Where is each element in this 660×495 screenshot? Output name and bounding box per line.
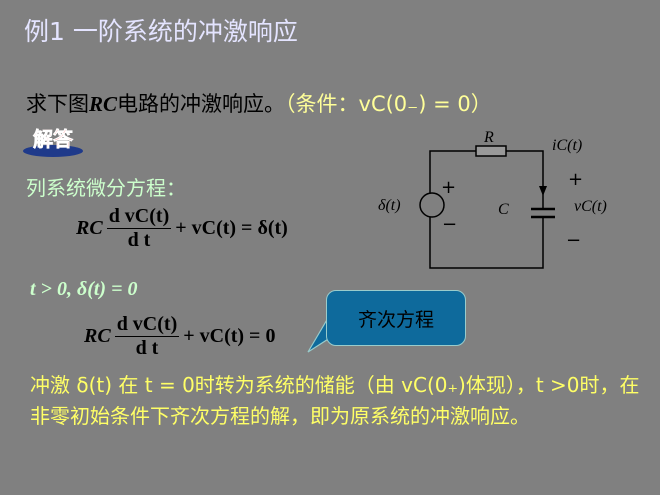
answer-badge: 解答	[23, 127, 83, 157]
label-vc: vC(t)	[574, 198, 607, 215]
callout-homogeneous: 齐次方程	[326, 290, 466, 346]
source-minus: −	[442, 214, 457, 235]
eq1-numerator: d vC(t)	[106, 205, 172, 229]
eq1-rest: + vC(t) = δ(t)	[175, 217, 288, 239]
source-plus: +	[441, 177, 456, 198]
eq1-denominator: d t	[127, 229, 151, 251]
problem-suffix: 电路的冲激响应。	[117, 92, 286, 116]
eq2-rest: + vC(t) = 0	[183, 325, 276, 347]
slide-title: 例1 一阶系统的冲激响应	[24, 17, 298, 46]
vc-minus: −	[566, 230, 581, 251]
eq1-lhs: RC	[76, 217, 103, 239]
differential-equation: RC d vC(t) d t + vC(t) = δ(t)	[76, 205, 288, 252]
problem-condition: （条件：vC(0₋) = 0）	[285, 92, 492, 116]
eq2-numerator: d vC(t)	[114, 313, 180, 337]
eq2-lhs: RC	[84, 325, 111, 347]
label-ic: iC(t)	[552, 137, 582, 154]
problem-statement: 求下图RC电路的冲激响应。（条件：vC(0₋) = 0）	[26, 88, 492, 118]
eq1-fraction: d vC(t) d t	[106, 205, 172, 252]
label-r: R	[483, 129, 494, 146]
label-source: δ(t)	[378, 197, 401, 214]
eq2-fraction: d vC(t) d t	[114, 313, 180, 360]
rc-circuit-diagram: R iC(t) C vC(t) δ(t) + − + −	[378, 129, 607, 269]
problem-rc: RC	[89, 92, 118, 116]
label-c: C	[498, 201, 509, 218]
eq2-denominator: d t	[135, 337, 159, 359]
problem-prefix: 求下图	[26, 92, 89, 116]
homogeneous-equation: RC d vC(t) d t + vC(t) = 0	[84, 313, 275, 360]
explanation-paragraph: 冲激 δ(t) 在 t = 0时转为系统的储能（由 vC(0₊)体现），t >0…	[30, 373, 640, 428]
step-heading: 列系统微分方程：	[26, 176, 186, 200]
vc-plus: +	[568, 169, 583, 190]
current-arrow-icon	[539, 186, 547, 196]
condition-t-positive: t > 0, δ(t) = 0	[30, 278, 138, 300]
badge-text: 解答	[33, 127, 74, 151]
